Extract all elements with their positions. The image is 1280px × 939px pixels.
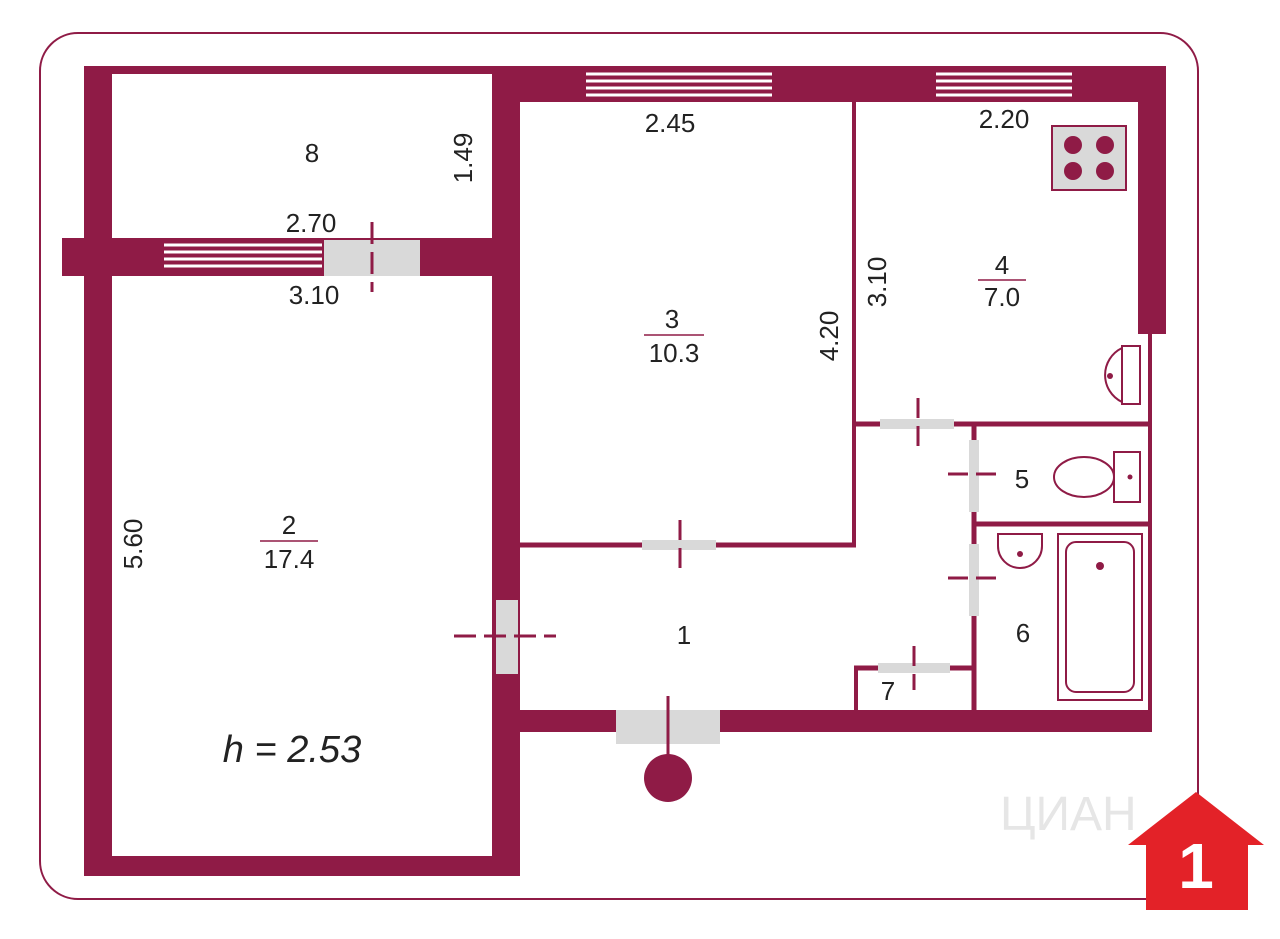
wall-middle-vertical [492,66,520,876]
bathroom-sink-icon [997,533,1043,569]
wall-top-left [84,66,494,74]
stove-icon [1051,125,1127,191]
room-7-number: 7 [881,676,895,706]
toilet-icon [1053,451,1141,503]
wall-bottom-right [520,710,1152,732]
window-room3 [586,70,772,98]
door-room4 [880,398,954,450]
door-balcony [324,222,420,292]
window-room4 [936,70,1072,98]
dimension-room4-width: 2.20 [979,104,1030,134]
room-4-area: 7.0 [984,282,1020,312]
dimension-balcony-depth: 1.49 [448,133,478,184]
door-room5 [948,440,998,512]
kitchen-sink-icon [1104,345,1141,405]
room-2-area: 17.4 [264,544,315,574]
wall-right-upper [1138,66,1166,334]
wall-bottom-left [84,856,520,876]
watermark: ЦИАН [1000,788,1137,841]
door-room2 [454,600,556,674]
brand-logo: 1 [1128,792,1264,910]
door-room7 [878,646,950,690]
dimension-room2-width: 3.10 [289,280,340,310]
room-5-number: 5 [1015,464,1029,494]
brand-logo-digit: 1 [1178,830,1214,902]
wall-left [84,66,112,874]
bathtub-icon [1057,533,1143,701]
door-room3 [642,520,716,570]
room-6-number: 6 [1016,618,1030,648]
dimension-balcony-width: 2.70 [286,208,337,238]
door-room6 [948,544,998,616]
room-2-number: 2 [282,510,296,540]
window-balcony [164,243,322,268]
ceiling-height: h = 2.53 [223,729,361,771]
dimension-room3-length: 4.20 [814,311,844,362]
room-3-area: 10.3 [649,338,700,368]
plan-frame [39,32,1199,900]
room-3-number: 3 [665,304,679,334]
door-entrance [616,696,720,802]
dimension-room3-width: 2.45 [645,108,696,138]
room-1-number: 1 [677,620,691,650]
room-8-number: 8 [305,138,319,168]
room-4-number: 4 [995,250,1009,280]
dimension-room2-length: 5.60 [118,519,148,570]
dimension-room4-length: 3.10 [862,257,892,308]
